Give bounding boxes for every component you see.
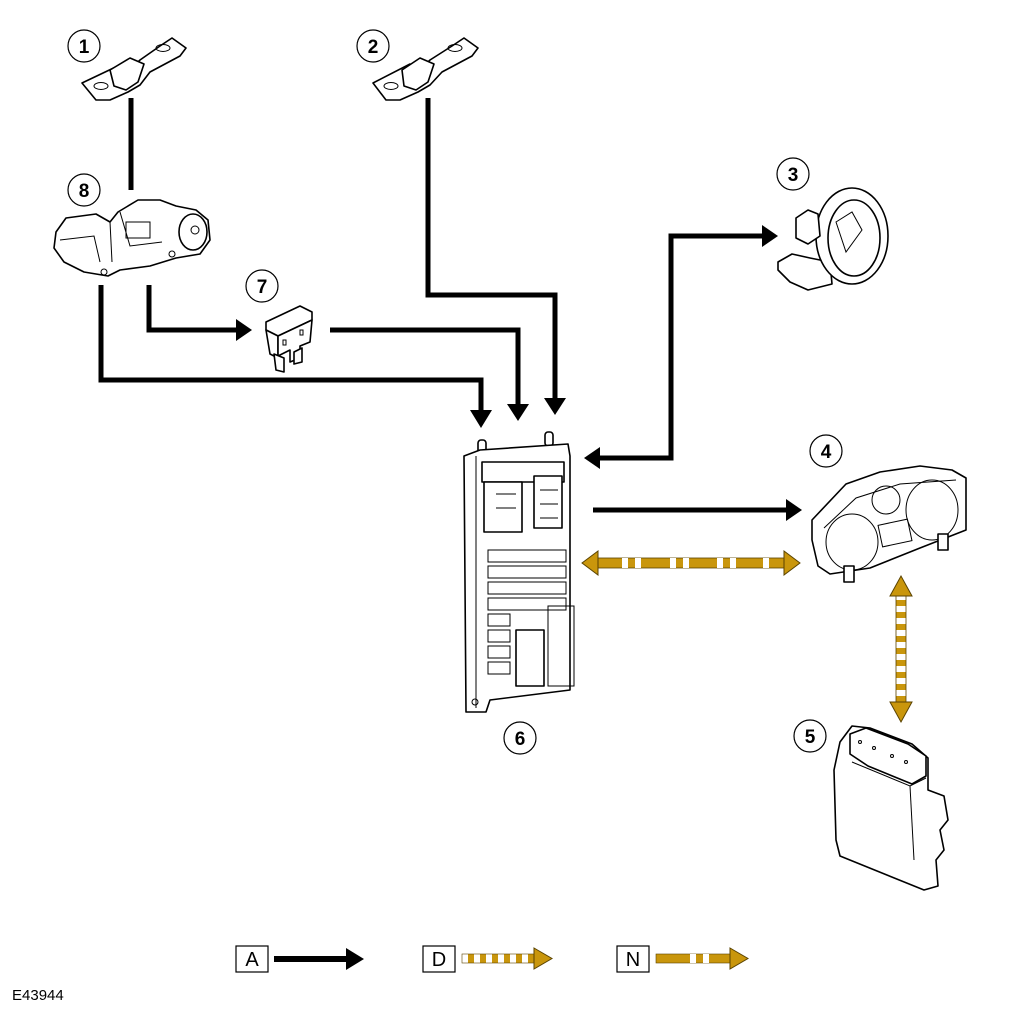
figure-id: E43944 <box>12 987 64 1004</box>
component-3-clockspring[interactable]: 3 <box>776 157 889 291</box>
wire-6-to-4 <box>593 499 802 521</box>
callout-number: 7 <box>257 277 268 298</box>
arrowhead-icon <box>236 319 252 341</box>
legend-line-dense-dash <box>461 953 537 964</box>
component-1-megafuse[interactable]: 1 <box>67 29 187 101</box>
wire-2-to-6 <box>425 98 566 415</box>
clockspring-icon <box>777 187 889 291</box>
legend-label: D <box>432 949 446 971</box>
arrowhead-icon <box>544 398 566 415</box>
legend-item-d: D <box>422 945 553 973</box>
component-5-control-module[interactable]: 5 <box>793 719 949 891</box>
wire-8-to-7 <box>146 285 252 341</box>
megafuse-icon <box>372 37 479 101</box>
legend-line-solid <box>274 956 348 962</box>
callout-number: 2 <box>368 37 379 58</box>
arrowhead-icon <box>346 948 364 970</box>
legend-label: A <box>245 949 259 971</box>
callout-number: 1 <box>79 37 90 58</box>
arrowhead-icon <box>533 947 553 970</box>
blade-fuse-icon <box>265 305 313 373</box>
arrowhead-icon <box>889 574 913 597</box>
arrowhead-icon <box>507 404 529 421</box>
arrowhead-icon <box>762 225 778 247</box>
component-4-instrument-cluster[interactable]: 4 <box>809 434 967 583</box>
arrowhead-icon <box>470 410 492 428</box>
callout-number: 8 <box>79 181 90 202</box>
arrowhead-icon <box>783 550 801 576</box>
control-module-icon <box>833 725 949 891</box>
arrowhead-icon <box>729 947 749 970</box>
callout-number: 5 <box>805 727 816 748</box>
fuse-rows <box>487 549 575 687</box>
callout-number: 4 <box>821 442 832 463</box>
component-2-megafuse[interactable]: 2 <box>356 29 479 101</box>
megafuse-icon <box>81 37 187 101</box>
wire-7-to-6 <box>330 327 529 421</box>
arrowhead-icon <box>584 447 600 469</box>
legend-item-a: A <box>235 945 364 973</box>
arrowhead-icon <box>581 550 599 576</box>
wire-4-to-5-network-d <box>889 574 913 724</box>
callout-number: 6 <box>515 729 526 750</box>
callout-number: 3 <box>788 165 799 186</box>
wire-6-to-3 <box>584 225 778 469</box>
legend-item-n: N <box>616 945 749 973</box>
legend: A D N <box>235 945 749 973</box>
wire-6-to-4-network-n <box>581 550 801 576</box>
legend-label: N <box>626 949 640 971</box>
arrowhead-icon <box>786 499 802 521</box>
component-7-blade-fuse[interactable]: 7 <box>245 269 313 373</box>
instrument-cluster-icon <box>811 465 967 583</box>
ignition-switch-icon <box>53 199 211 277</box>
arrowhead-icon <box>889 701 913 724</box>
central-junction-box-icon <box>463 431 575 713</box>
component-6-central-junction-box[interactable]: 6 <box>463 431 575 755</box>
component-8-ignition-switch[interactable]: 8 <box>53 173 211 277</box>
wire-8-to-6 <box>98 285 492 428</box>
